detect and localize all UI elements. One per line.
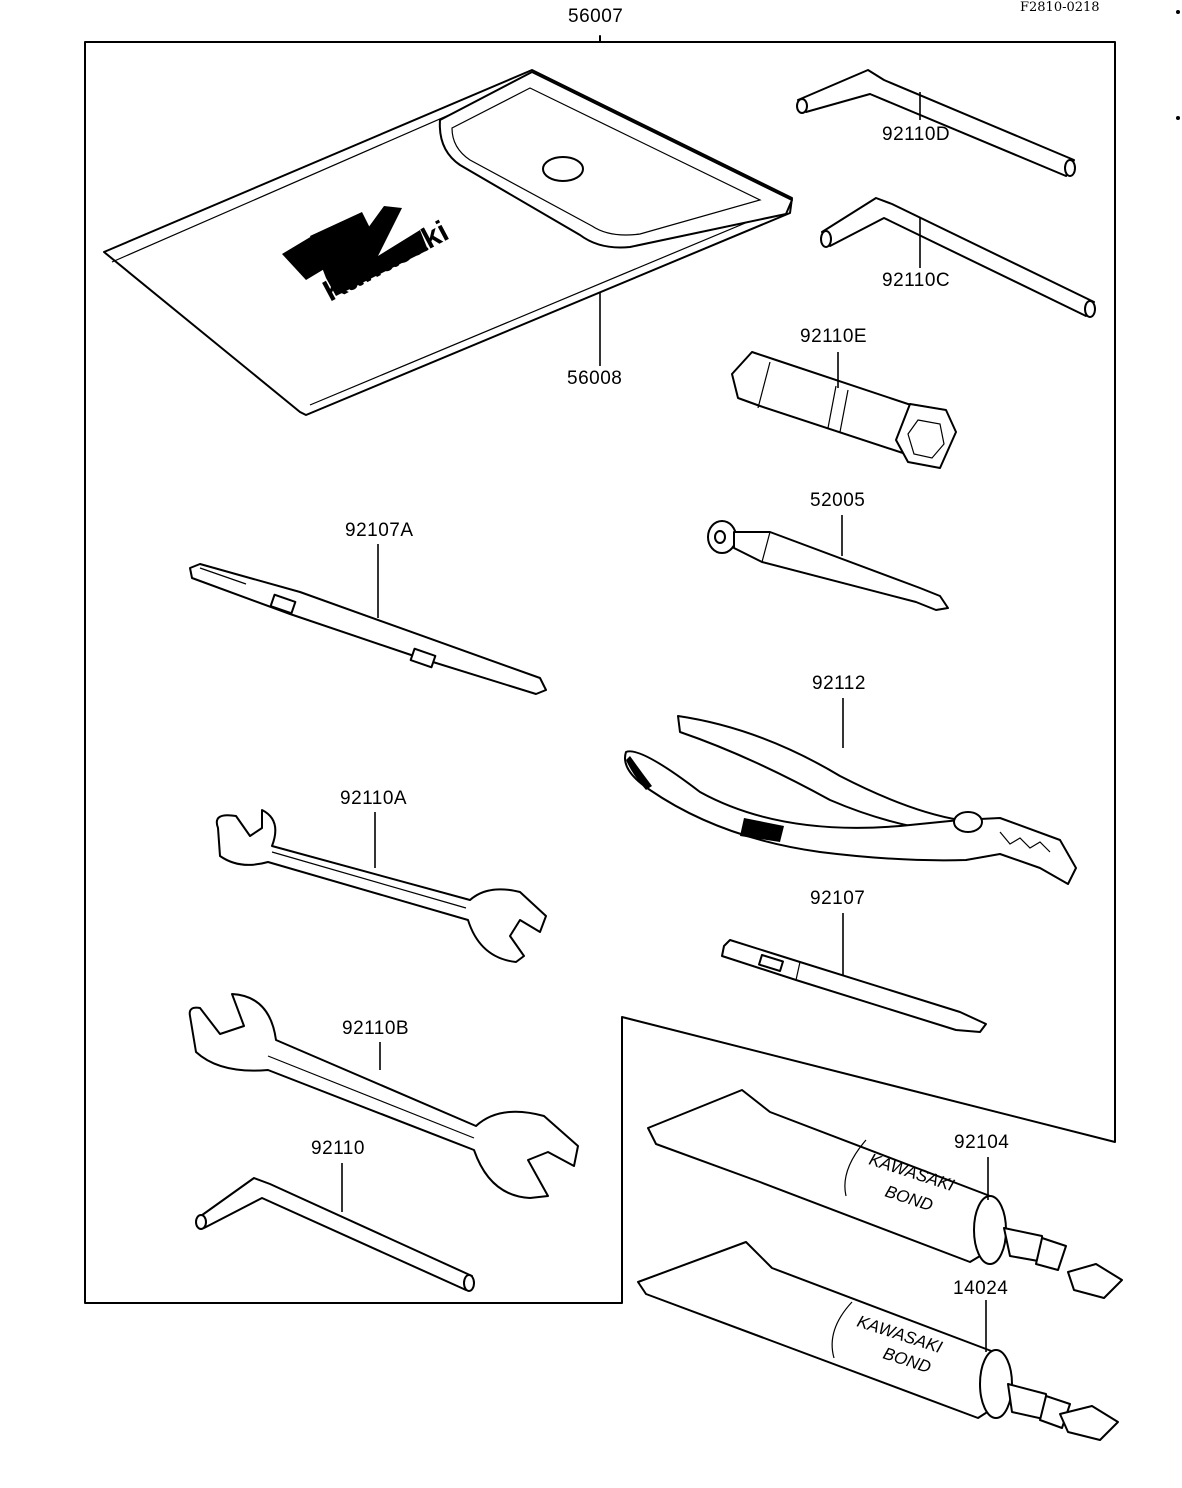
part-label-92110e: 92110E [800,326,868,347]
margin-dot [1176,116,1180,120]
part-label-92107: 92107 [810,888,866,909]
part-label-92110d: 92110D [882,124,951,145]
part-label-92110a: 92110A [340,788,408,809]
part-label-52005: 52005 [810,490,866,511]
hex-wrench-c-drawing [820,197,1096,318]
margin-dot [1176,10,1180,14]
screwdriver-a-drawing [189,563,547,695]
part-label-92110c: 92110C [882,270,951,291]
screwdriver-drawing [721,939,987,1033]
open-end-wrench-b-drawing [188,993,579,1199]
tool-case-drawing: Kawasaki [103,69,793,416]
part-label-56008: 56008 [567,368,623,389]
part-label-92104: 92104 [954,1132,1010,1153]
leader-lines [341,92,989,1352]
kit-outline [84,35,1116,1304]
hex-wrench-drawing [195,1177,475,1292]
part-label-14024: 14024 [953,1278,1009,1299]
hex-wrench-d-drawing [796,69,1076,177]
bond-tube-2-drawing: KAWASAKI BOND [637,1241,1119,1441]
kit-label: 56007 [568,6,624,27]
open-end-wrench-a-drawing [215,809,547,963]
part-label-92107a: 92107A [345,520,414,541]
part-label-92112: 92112 [812,673,866,694]
wrench-handle-drawing [707,520,949,611]
spark-plug-wrench-drawing [731,351,957,469]
bond-tube-1-drawing: KAWASAKI BOND [647,1089,1123,1299]
part-label-92110b: 92110B [342,1018,410,1039]
part-label-92110: 92110 [311,1138,365,1159]
reference-code: F2810-0218 [1020,0,1100,15]
pliers-drawing [624,715,1077,885]
